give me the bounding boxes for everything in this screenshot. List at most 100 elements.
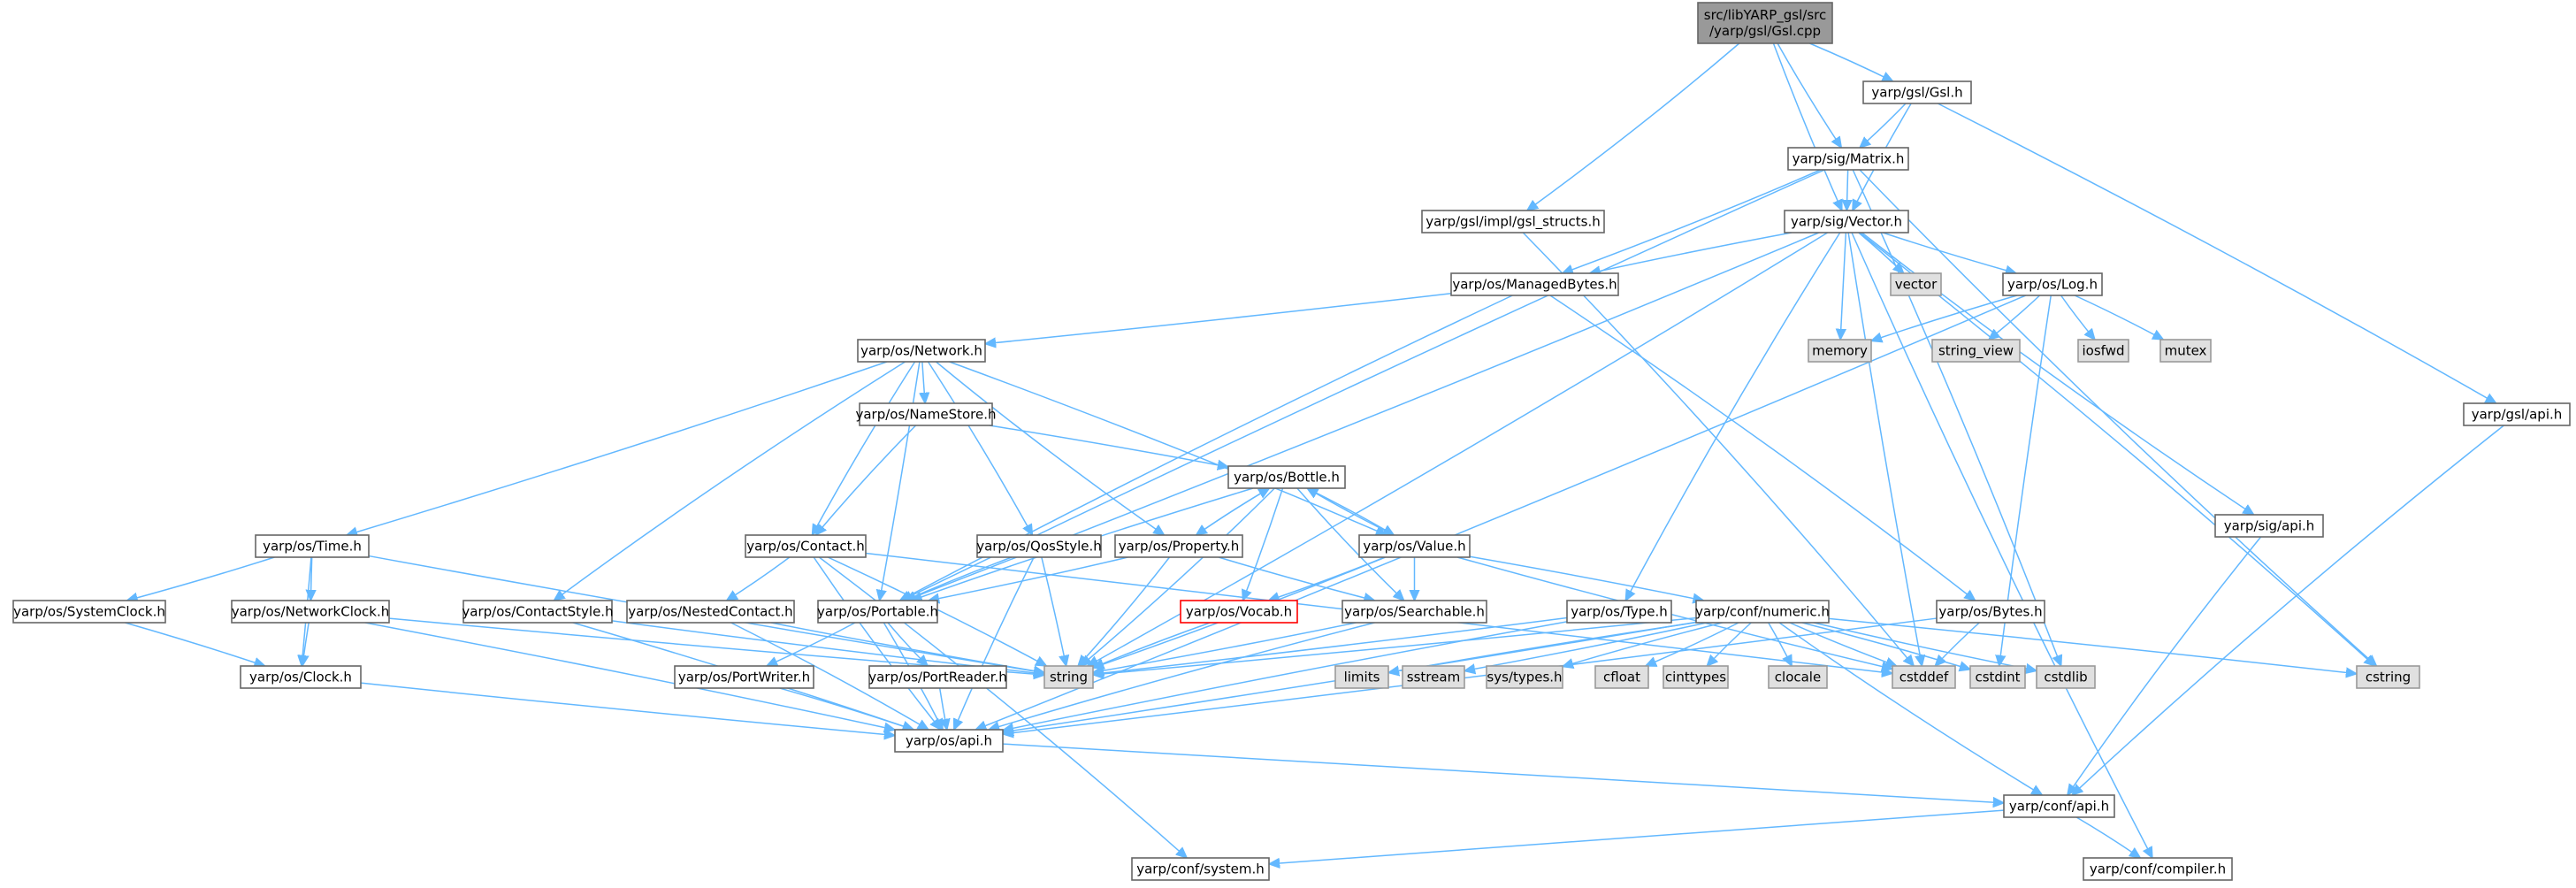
node-box [626,600,795,624]
node-box [1334,665,1389,689]
node-conf_api[interactable]: yarp/conf/api.h [2003,794,2115,818]
node-vocab_h[interactable]: yarp/os/Vocab.h [1180,600,1298,624]
node-label: memory [1812,343,1868,359]
node-portwriter[interactable]: yarp/os/PortWriter.h [674,665,814,689]
node-type_h[interactable]: yarp/os/Type.h [1566,600,1672,624]
node-numeric_h[interactable]: yarp/conf/numeric.h [1695,600,1830,624]
node-bytes_h[interactable]: yarp/os/Bytes.h [1936,600,2045,624]
edge-vector_h-to-vector_std [1858,232,1904,273]
node-label: yarp/conf/api.h [2009,799,2109,815]
edge-log_h-to-mutex [2074,295,2163,340]
node-string_view: string_view [1931,339,2021,363]
node-systemclock[interactable]: yarp/os/SystemClock.h [12,600,166,624]
node-box [2083,857,2233,881]
node-namestore[interactable]: yarp/os/NameStore.h [855,402,997,426]
node-label: mutex [2165,343,2207,359]
edge-gsl_api-to-conf_api [2072,425,2504,795]
node-label: yarp/conf/system.h [1136,861,1265,877]
node-label: yarp/conf/numeric.h [1695,604,1830,620]
node-vector_h[interactable]: yarp/sig/Vector.h [1784,210,1909,233]
node-box [231,600,390,624]
node-cstddef: cstddef [1892,665,1956,689]
node-box [255,534,370,558]
node-matrix_h[interactable]: yarp/sig/Matrix.h [1787,147,1909,171]
node-gsl_cpp[interactable]: src/libYARP_gsl/src/yarp/gsl/Gsl.cpp [1697,2,1833,44]
node-managedbytes[interactable]: yarp/os/ManagedBytes.h [1450,272,1619,296]
node-networkclock[interactable]: yarp/os/NetworkClock.h [231,600,390,624]
node-box [2214,514,2324,538]
node-conf_system[interactable]: yarp/conf/system.h [1131,857,1270,881]
node-contact_h[interactable]: yarp/os/Contact.h [745,534,867,558]
node-label: yarp/sig/Vector.h [1791,214,1902,230]
node-value_h[interactable]: yarp/os/Value.h [1358,534,1471,558]
node-bottle_h[interactable]: yarp/os/Bottle.h [1227,465,1346,489]
node-box [1969,665,2026,689]
node-label: yarp/os/Contact.h [746,539,865,555]
node-gsl_h[interactable]: yarp/gsl/Gsl.h [1862,80,1972,104]
node-box [1663,665,1729,689]
node-label: cinttypes [1665,670,1726,685]
node-gsl_api[interactable]: yarp/gsl/api.h [2463,402,2571,426]
edge-qosstyle-to-os_api [954,556,1035,730]
edge-numeric_h-to-cstring [1828,617,2357,673]
edge-contact_h-to-string [827,556,1046,666]
edge-sig_api-to-conf_api [2068,536,2262,795]
edge-numeric_h-to-conf_api [1778,622,2042,795]
node-conf_compiler[interactable]: yarp/conf/compiler.h [2083,857,2233,881]
node-label: src/libYARP_gsl/src [1704,7,1827,24]
edge-numeric_h-to-clocale [1768,622,1792,666]
edge-namestore-to-contact_h [815,425,917,535]
node-iosfwd: iosfwd [2077,339,2129,363]
node-box [1227,465,1346,489]
edge-vector_h-to-memory [1840,232,1846,340]
node-box [12,600,166,624]
node-log_h[interactable]: yarp/os/Log.h [2002,272,2103,296]
edge-value_h-to-numeric_h [1469,555,1704,601]
edge-layer [125,42,2504,864]
node-label: yarp/os/Portable.h [817,604,938,620]
edge-gsl_h-to-gsl_api [1937,103,2496,403]
edge-network_h-to-qosstyle [927,361,1033,535]
node-nestedcontact[interactable]: yarp/os/NestedContact.h [626,600,795,624]
node-cinttypes: cinttypes [1663,665,1729,689]
node-sig_api[interactable]: yarp/sig/api.h [2214,514,2324,538]
node-property_h[interactable]: yarp/os/Property.h [1114,534,1243,558]
node-box [1358,534,1471,558]
edge-property_h-to-portable_h [929,556,1128,601]
edge-matrix_h-to-cstdlib [1852,169,2061,666]
node-label: /yarp/gsl/Gsl.cpp [1709,23,1821,39]
node-box [859,402,993,426]
node-label: yarp/os/Log.h [2007,277,2098,293]
node-searchable_h[interactable]: yarp/os/Searchable.h [1342,600,1487,624]
node-box [1566,600,1672,624]
node-portable_h[interactable]: yarp/os/Portable.h [817,600,938,624]
edge-vector_h-to-log_h [1882,232,2016,273]
edge-gsl_cpp-to-gsl_h [1809,42,1892,81]
node-gsl_structs[interactable]: yarp/gsl/impl/gsl_structs.h [1421,210,1605,233]
node-label: yarp/os/Searchable.h [1344,604,1485,620]
edge-gsl_h-to-matrix_h [1860,103,1907,148]
edge-numeric_h-to-cstdint [1801,622,1970,670]
node-label: yarp/conf/compiler.h [2090,861,2226,877]
node-label: sstream [1407,670,1460,685]
node-contactstyle[interactable]: yarp/os/ContactStyle.h [462,600,614,624]
edge-namestore-to-bottle_h [989,425,1228,467]
node-box [2356,665,2420,689]
edge-numeric_h-to-cstddef [1789,622,1897,666]
node-box [857,339,986,363]
node-box [1862,80,1972,104]
node-box [1114,534,1243,558]
node-sstream: sstream [1402,665,1465,689]
node-clock_h[interactable]: yarp/os/Clock.h [240,665,362,689]
node-box [1892,665,1956,689]
node-label: cfloat [1603,670,1640,685]
node-box [1787,147,1909,171]
node-label: yarp/os/Property.h [1119,539,1239,555]
node-network_h[interactable]: yarp/os/Network.h [857,339,986,363]
node-os_api[interactable]: yarp/os/api.h [894,729,1004,753]
edge-contact_h-to-os_api [813,556,941,730]
node-qosstyle[interactable]: yarp/os/QosStyle.h [976,534,1102,558]
edge-qosstyle-to-string [1041,556,1066,666]
node-time_h[interactable]: yarp/os/Time.h [255,534,370,558]
node-portreader[interactable]: yarp/os/PortReader.h [868,665,1007,689]
